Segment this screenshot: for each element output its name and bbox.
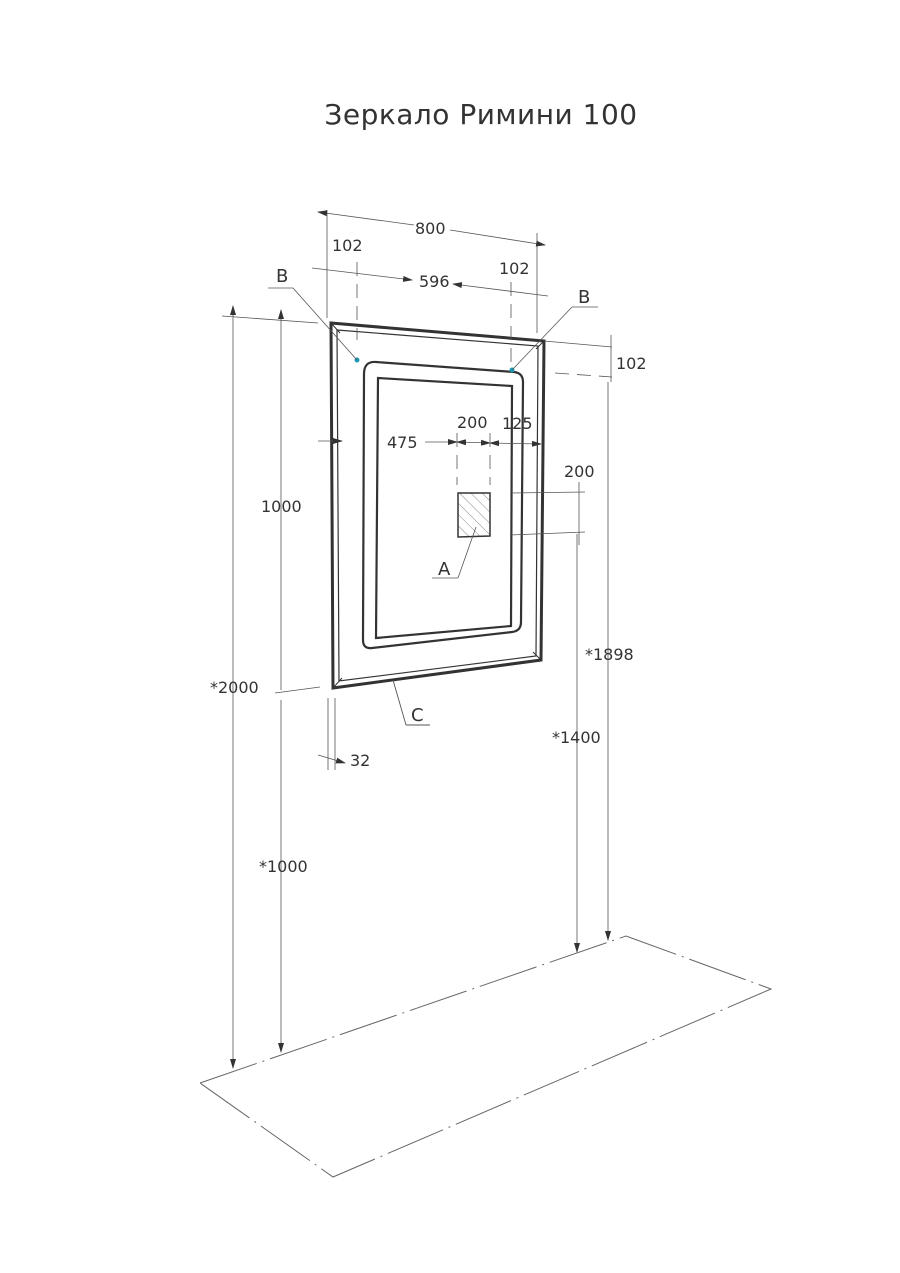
dim-ceiling-height: *2000 (210, 678, 259, 697)
dim-mirror-height: 1000 (261, 497, 302, 516)
dim-left-margin: 102 (332, 236, 363, 255)
label-b-left: B (276, 266, 288, 287)
dim-right-margin: 102 (499, 259, 530, 278)
dim-floor-to-bottom: *1000 (259, 857, 308, 876)
dim-depth: 32 (350, 751, 370, 770)
socket-area: A (432, 492, 491, 580)
mount-point-left: B (268, 266, 360, 363)
label-a: A (438, 559, 451, 580)
dim-floor-to-top: *1898 (585, 645, 634, 664)
mount-point-right: B (509, 287, 598, 373)
dim-socket-height: 200 (564, 462, 595, 481)
dim-socket-offset-left: 475 (387, 433, 418, 452)
label-c: C (411, 705, 424, 726)
dim-mount-spacing: 596 (419, 272, 450, 291)
floor-plane (198, 935, 773, 1178)
drawing-title: Зеркало Римини 100 (324, 98, 638, 131)
dim-overall-width: 800 (415, 219, 446, 238)
dim-top-margin: 102 (616, 354, 647, 373)
label-b-right: B (578, 287, 590, 308)
bottom-edge-callout: C (392, 679, 430, 726)
dim-socket-offset-right: 125 (502, 414, 533, 433)
dim-floor-to-socket: *1400 (552, 728, 601, 747)
dim-socket-width: 200 (457, 413, 488, 432)
mirror-frame (329, 321, 546, 690)
dimension-lines (221, 210, 613, 1069)
